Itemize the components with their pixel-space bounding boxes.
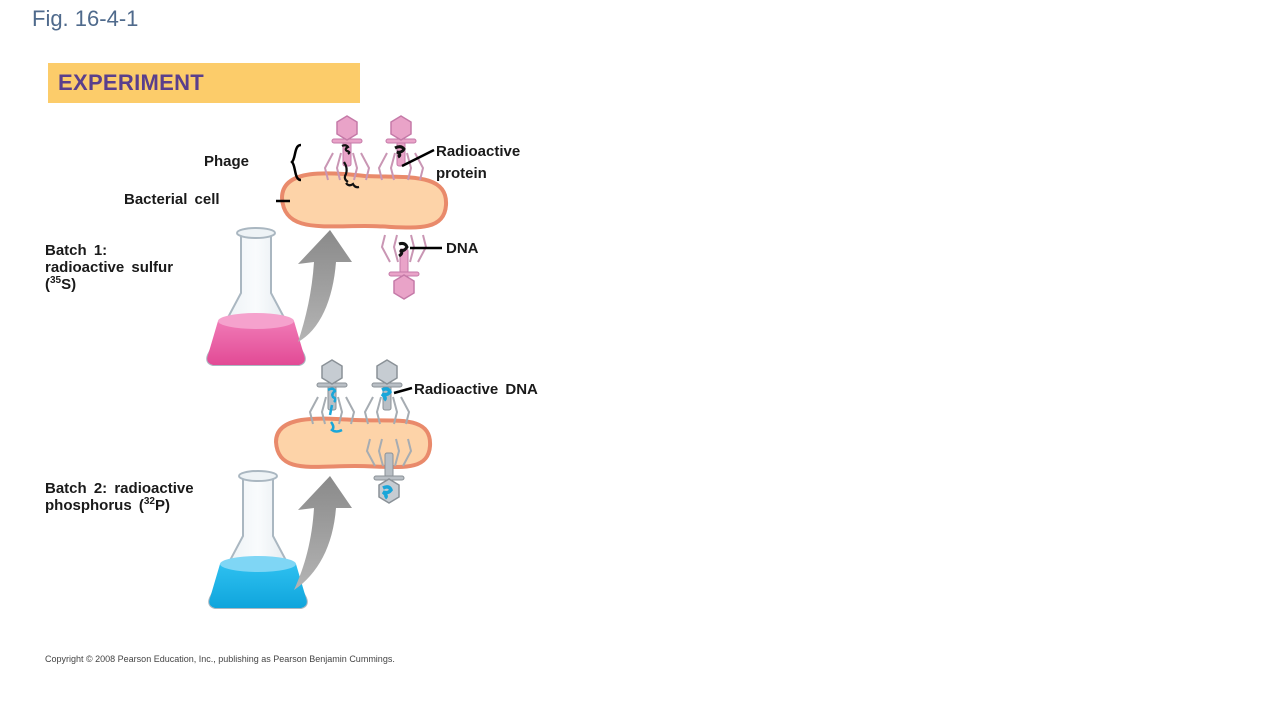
radioactive-protein-line2: protein [436,165,487,182]
batch1-label: Batch 1: radioactive sulfur (35S) [45,242,173,293]
batch2-flask [208,470,308,609]
radioactive-protein-line1: Radioactive [436,143,521,160]
radioactive-protein-label: Radioactive protein [436,143,520,182]
batch2-leader-lines [393,386,413,395]
batch2-label-text: phosphorus ( [45,497,144,514]
batch1-isotope-mass: 35 [50,275,62,286]
dna-label: DNA [446,240,479,257]
batch2-isotope-mass: 32 [143,496,155,507]
batch2-label-line1: Batch 2: radioactive [45,480,194,497]
radioactive-dna-label: Radioactive DNA [414,381,538,398]
batch1-label-line3: (35S) [45,275,173,294]
figure-title: Fig. 16-4-1 [32,6,139,31]
phage-label: Phage [204,153,250,170]
batch1-bacterial-cell [279,171,449,230]
batch1-label-line1: Batch 1: [45,242,108,259]
copyright-notice: Copyright © 2008 Pearson Education, Inc.… [45,654,395,664]
batch2-label-line2: phosphorus (32P) [45,496,194,515]
experiment-banner: EXPERIMENT [48,63,360,103]
batch1-transfer-arrow [298,230,352,342]
batch1-paren: ( [45,276,50,293]
batch1-phage-dna [341,144,409,258]
batch2-label: Batch 2: radioactive phosphorus (32P) [45,480,194,514]
batch1-leader-lines [276,143,442,250]
batch2-isotope: P) [154,497,170,514]
batch2-transfer-arrow [294,476,352,590]
batch1-label-line2: radioactive sulfur [45,259,174,276]
radioactive-dna-strands [327,387,393,500]
batch1-flask [206,227,306,366]
bacterial-cell-label: Bacterial cell [124,191,220,208]
experiment-banner-text: EXPERIMENT [58,70,205,95]
batch1-isotope: S) [61,276,77,293]
